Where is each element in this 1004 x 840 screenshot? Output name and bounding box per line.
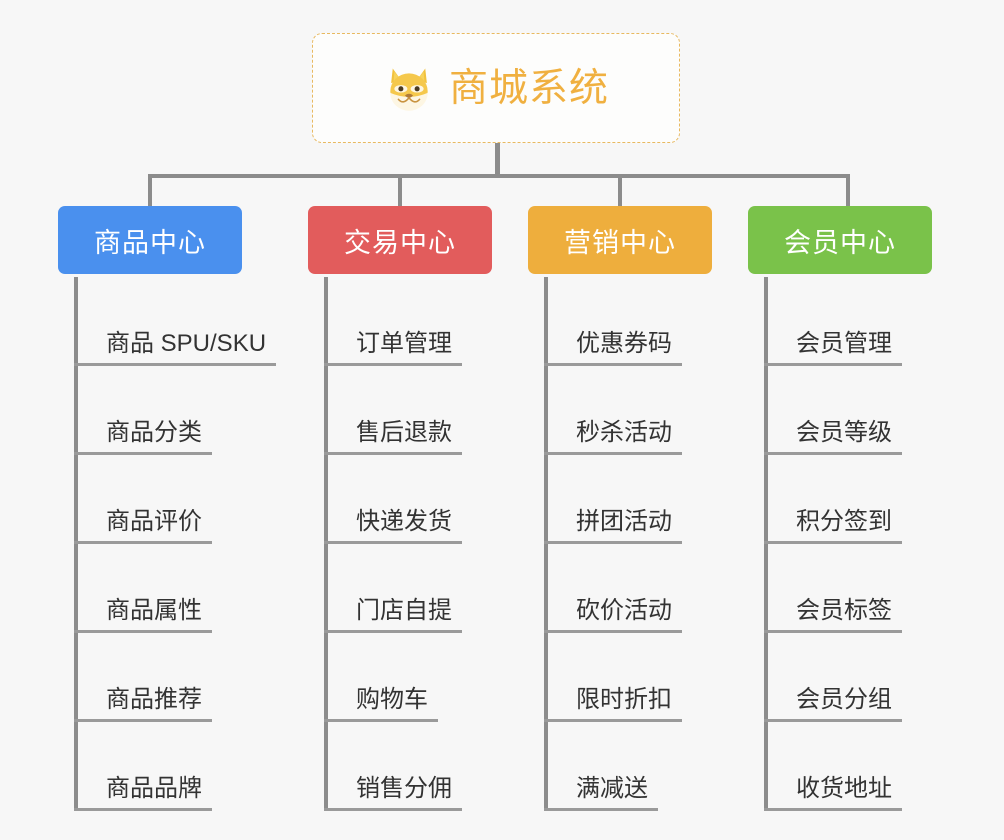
list-item[interactable]: 商品 SPU/SKU <box>74 277 277 366</box>
leaf-label: 会员标签 <box>764 597 902 633</box>
category-label-product-center: 商品中心 <box>94 227 206 258</box>
leaf-label: 会员管理 <box>764 330 902 366</box>
list-item[interactable]: 售后退款 <box>324 366 462 455</box>
category-box-trade-center[interactable]: 交易中心 <box>308 206 492 274</box>
list-item[interactable]: 会员管理 <box>764 277 902 366</box>
branch-product-center: 商品 SPU/SKU 商品分类 商品评价 商品属性 商品推荐 商品品牌 <box>74 277 277 811</box>
category-box-product-center[interactable]: 商品中心 <box>58 206 242 274</box>
category-label-member-center: 会员中心 <box>784 227 896 258</box>
shiba-dog-face-icon <box>390 68 428 111</box>
leaf-label: 商品分类 <box>74 419 212 455</box>
list-item[interactable]: 商品评价 <box>74 455 276 544</box>
list-item[interactable]: 商品属性 <box>74 544 276 633</box>
category-box-member-center[interactable]: 会员中心 <box>748 206 932 274</box>
list-item[interactable]: 砍价活动 <box>544 544 682 633</box>
leaf-label: 订单管理 <box>324 330 462 366</box>
category-label-trade-center: 交易中心 <box>344 227 456 258</box>
list-item[interactable]: 销售分佣 <box>324 722 462 811</box>
leaf-label: 秒杀活动 <box>544 419 682 455</box>
leaf-label: 会员等级 <box>764 419 902 455</box>
list-item[interactable]: 积分签到 <box>764 455 902 544</box>
list-item[interactable]: 会员标签 <box>764 544 902 633</box>
branch-spine-member-center <box>764 277 768 811</box>
connector-drop-marketing-center <box>618 174 622 210</box>
leaf-label: 售后退款 <box>324 419 462 455</box>
list-item[interactable]: 收货地址 <box>764 722 902 811</box>
list-item[interactable]: 会员分组 <box>764 633 902 722</box>
branch-spine-marketing-center <box>544 277 548 811</box>
list-item[interactable]: 满减送 <box>544 722 682 811</box>
leaf-label: 商品属性 <box>74 597 212 633</box>
leaf-label: 积分签到 <box>764 508 902 544</box>
branch-spine-trade-center <box>324 277 328 811</box>
leaf-label: 优惠券码 <box>544 330 682 366</box>
leaf-label: 收货地址 <box>764 775 902 811</box>
list-item[interactable]: 购物车 <box>324 633 462 722</box>
leaf-label: 满减送 <box>544 775 658 811</box>
branch-marketing-center: 优惠券码 秒杀活动 拼团活动 砍价活动 限时折扣 满减送 <box>544 277 682 811</box>
root-title: 商城系统 <box>448 66 609 110</box>
branch-trade-center: 订单管理 售后退款 快递发货 门店自提 购物车 销售分佣 <box>324 277 462 811</box>
category-box-marketing-center[interactable]: 营销中心 <box>528 206 712 274</box>
category-label-marketing-center: 营销中心 <box>564 227 676 258</box>
list-item[interactable]: 拼团活动 <box>544 455 682 544</box>
leaf-label: 拼团活动 <box>544 508 682 544</box>
leaf-label: 门店自提 <box>324 597 462 633</box>
list-item[interactable]: 秒杀活动 <box>544 366 682 455</box>
leaf-label: 会员分组 <box>764 686 902 722</box>
list-item[interactable]: 优惠券码 <box>544 277 682 366</box>
branch-member-center: 会员管理 会员等级 积分签到 会员标签 会员分组 收货地址 <box>764 277 902 811</box>
connector-drop-member-center <box>846 174 850 210</box>
list-item[interactable]: 订单管理 <box>324 277 462 366</box>
leaf-label: 商品品牌 <box>74 775 212 811</box>
list-item[interactable]: 限时折扣 <box>544 633 682 722</box>
connector-drop-product-center <box>148 174 152 210</box>
leaf-label: 限时折扣 <box>544 686 682 722</box>
leaf-label: 销售分佣 <box>324 775 462 811</box>
list-item[interactable]: 商品品牌 <box>74 722 276 811</box>
list-item[interactable]: 门店自提 <box>324 544 462 633</box>
connector-drop-trade-center <box>398 174 402 210</box>
leaf-label: 快递发货 <box>324 508 462 544</box>
leaf-label: 砍价活动 <box>544 597 682 633</box>
list-item[interactable]: 商品推荐 <box>74 633 276 722</box>
connector-horizontal-bus <box>148 174 850 178</box>
list-item[interactable]: 商品分类 <box>74 366 276 455</box>
list-item[interactable]: 快递发货 <box>324 455 462 544</box>
leaf-label: 商品推荐 <box>74 686 212 722</box>
leaf-label: 商品评价 <box>74 508 212 544</box>
branch-spine-product-center <box>74 277 78 811</box>
list-item[interactable]: 会员等级 <box>764 366 902 455</box>
leaf-label: 商品 SPU/SKU <box>74 330 277 366</box>
leaf-label: 购物车 <box>324 686 438 722</box>
root-node[interactable]: 商城系统 <box>312 33 680 143</box>
connector-root-stem <box>495 143 500 177</box>
